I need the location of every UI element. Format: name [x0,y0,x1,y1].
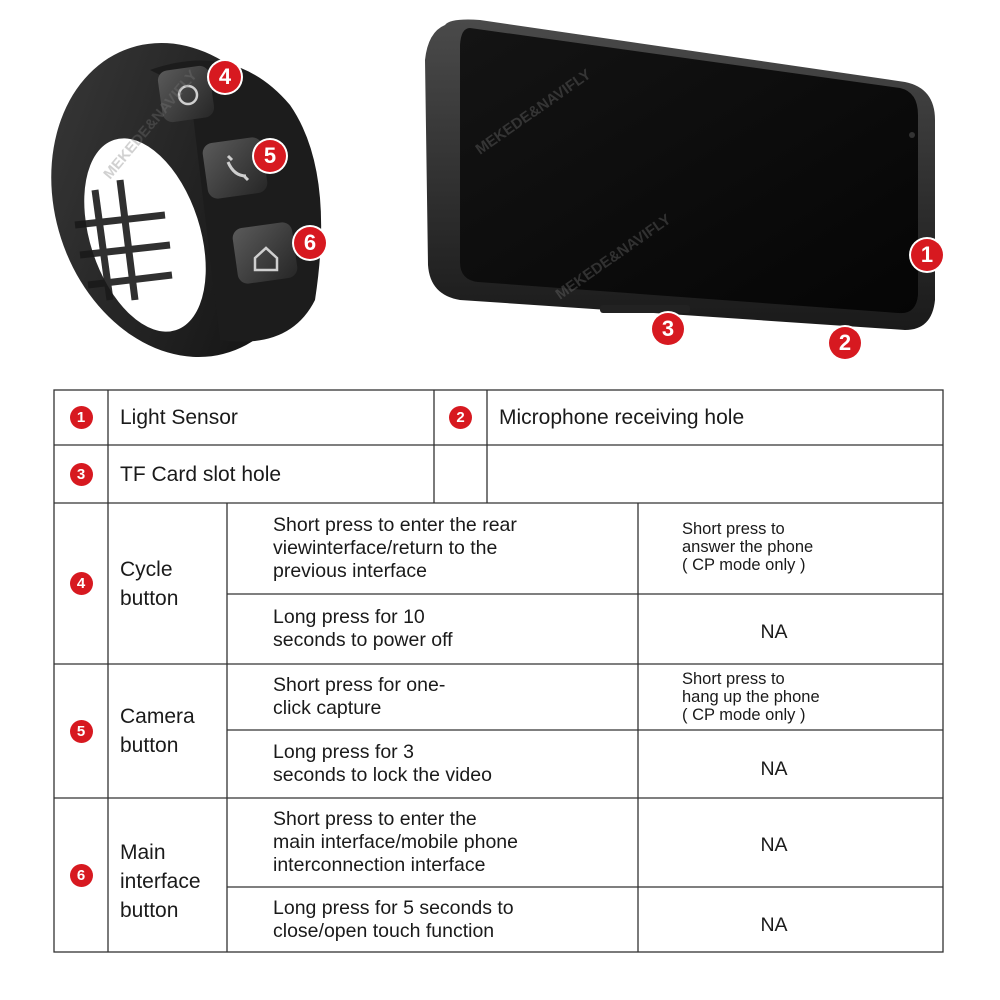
light-sensor-label: Light Sensor [120,406,238,429]
main-long-line2: close/open touch function [273,919,495,942]
callout-5: 5 [254,140,286,172]
num-badge-3: 3 [69,462,93,486]
table-row-1-num: 1 [54,390,108,445]
cycle-cp-line2: answer the phone [682,538,814,556]
camera-long-line2: seconds to lock the video [273,764,492,786]
main-button-name: Main interface button [120,798,225,964]
table-row-1-num2: 2 [434,390,487,445]
callout-3: 3 [652,313,684,345]
callout-1: 1 [911,239,943,271]
cycle-name-line1: Cycle [120,557,173,581]
product-illustration: MEKEDE&NAVIFLY MEKEDE&NAVIFLY MEKEDE&NAV… [0,0,1000,385]
camera-short-line1: Short press for one- [273,674,446,696]
camera-cp-line2: hang up the phone [682,688,820,706]
remote-ring [51,43,322,357]
num-badge-1: 1 [69,406,93,429]
num-badge-2: 2 [449,406,472,429]
table-row-2-num: 3 [54,445,108,503]
cycle-long-line2: seconds to power off [273,629,453,651]
num-badge-6: 6 [69,863,93,887]
main-name-line3: button [120,898,179,922]
camera-long-cp: NA [760,757,788,780]
cycle-cp-line1: Short press to [682,520,785,538]
camera-name-line2: button [120,734,179,757]
num-badge-4: 4 [69,572,93,595]
display-unit [425,19,935,331]
phone-icon [226,154,250,182]
cycle-long-cp: NA [760,620,788,643]
callout-6: 6 [294,227,326,259]
microphone-label: Microphone receiving hole [499,406,745,429]
main-name-line2: interface [120,869,201,893]
main-num: 6 [54,798,108,952]
cycle-button-name: Cycle button [120,503,225,664]
main-long-line1: Long press for 5 seconds to [273,896,514,919]
main-short-line3: interconnection interface [273,854,486,876]
main-short-line1: Short press to enter the [273,808,477,830]
camera-button-name: Camera button [120,664,225,798]
cycle-long-line1: Long press for 10 [273,606,425,628]
cycle-icon [177,84,199,106]
camera-cp-line1: Short press to [682,670,785,688]
main-long-cp: NA [760,914,788,936]
camera-long-line1: Long press for 3 [273,741,414,763]
tf-card-label: TF Card slot hole [120,462,282,486]
camera-short-press: Short press for one-click capture [273,664,635,730]
main-short-cp: NA [760,833,788,856]
camera-name-line1: Camera [120,705,195,728]
callout-2: 2 [829,327,861,359]
cycle-short-line1: Short press to enter the rear [273,514,517,536]
main-short-line2: main interface/mobile phone [273,831,518,853]
main-name-line1: Main [120,840,166,864]
callout-4: 4 [209,61,241,93]
cycle-num: 4 [54,503,108,664]
camera-short-line2: click capture [273,697,382,719]
camera-cp-line3: ( CP mode only ) [682,706,806,724]
camera-num: 5 [54,664,108,798]
num-badge-5: 5 [69,719,93,743]
home-icon [253,246,279,272]
product-graphic: MEKEDE&NAVIFLY MEKEDE&NAVIFLY MEKEDE&NAV… [51,19,935,357]
cycle-short-line2: viewinterface/return to the [273,537,498,559]
cycle-short-line3: previous interface [273,560,427,582]
cycle-name-line2: button [120,586,179,610]
cycle-cp-line3: ( CP mode only ) [682,556,806,574]
